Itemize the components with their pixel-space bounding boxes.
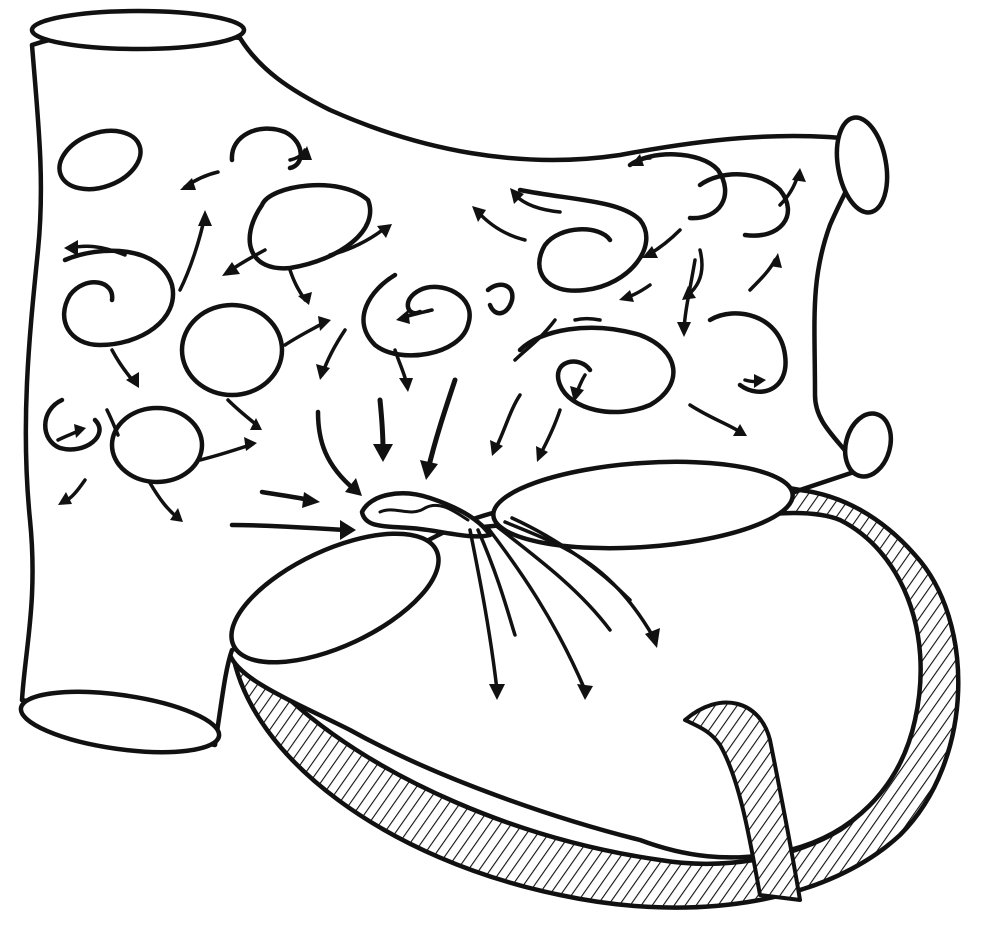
superior-vein-opening: [32, 11, 244, 49]
